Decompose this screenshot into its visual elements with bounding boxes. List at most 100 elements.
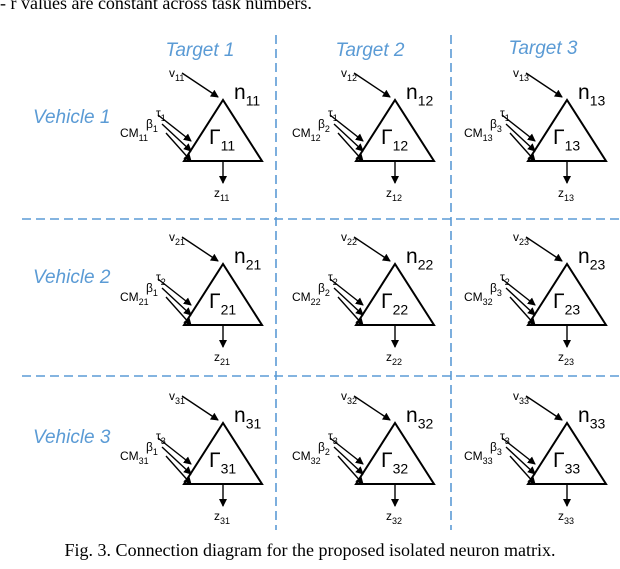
- v-input-arrow: [525, 236, 563, 262]
- figure-caption: Fig. 3. Connection diagram for the propo…: [65, 540, 556, 560]
- tau-label: τ1: [500, 106, 510, 123]
- z-label: z12: [386, 186, 402, 203]
- param-input-arrow: [165, 296, 192, 326]
- param-input-arrow: [501, 114, 536, 142]
- neuron-cells: v11τ1β1CM11n11Γ11z11v12τ1β2CM12n12Γ12z12…: [120, 66, 608, 526]
- z-label: z33: [558, 509, 574, 526]
- z-label: z32: [386, 509, 402, 526]
- param-input-arrow: [333, 123, 364, 152]
- param-input-arrow: [329, 114, 364, 142]
- v-label: v13: [513, 66, 529, 83]
- n-label: n22: [406, 245, 433, 273]
- param-input-arrow: [509, 296, 536, 326]
- param-input-arrow: [165, 132, 192, 162]
- tau-label: τ1: [328, 106, 338, 123]
- cm-label: CM11: [120, 126, 148, 143]
- v-label: v23: [513, 230, 529, 247]
- param-input-arrow: [505, 446, 536, 475]
- tau-label: τ2: [500, 270, 510, 287]
- beta-label: β2: [318, 117, 330, 134]
- param-input-arrow: [165, 455, 192, 485]
- v-label: v12: [341, 66, 357, 83]
- param-input-arrow: [157, 278, 192, 306]
- v-label: v21: [169, 230, 185, 247]
- param-input-arrow: [333, 287, 364, 316]
- tau-label: τ1: [156, 106, 166, 123]
- z-label: z23: [558, 350, 574, 367]
- v-input-arrow: [353, 72, 391, 98]
- param-input-arrow: [501, 278, 536, 306]
- gamma-label: Γ11: [209, 126, 235, 154]
- param-input-arrow: [337, 296, 364, 326]
- z-label: z22: [386, 350, 402, 367]
- column-header-target-3: Target 3: [508, 38, 577, 59]
- tau-label: τ3: [328, 429, 338, 446]
- v-input-arrow: [353, 236, 391, 262]
- beta-label: β1: [146, 117, 158, 134]
- cm-label: CM31: [120, 449, 149, 466]
- beta-label: β3: [490, 117, 502, 134]
- v-input-arrow: [353, 395, 391, 421]
- cm-label: CM12: [292, 126, 321, 143]
- param-input-arrow: [505, 287, 536, 316]
- row-header-vehicle-1: Vehicle 1: [33, 107, 110, 128]
- param-input-arrow: [501, 437, 536, 465]
- n-label: n23: [578, 245, 605, 273]
- beta-label: β2: [318, 281, 330, 298]
- tau-label: τ3: [156, 429, 166, 446]
- gamma-label: Γ33: [553, 449, 580, 477]
- column-header-target-2: Target 2: [335, 40, 404, 61]
- cm-label: CM32: [464, 290, 493, 307]
- param-input-arrow: [161, 446, 192, 475]
- param-input-arrow: [337, 455, 364, 485]
- tau-label: τ2: [328, 270, 338, 287]
- n-label: n11: [234, 81, 260, 109]
- v-label: v32: [341, 389, 357, 406]
- column-header-target-1: Target 1: [165, 40, 234, 61]
- tau-label: τ2: [156, 270, 166, 287]
- param-input-arrow: [337, 132, 364, 162]
- beta-label: β2: [318, 440, 330, 457]
- top-text-fragment: - r values are constant across task numb…: [0, 0, 312, 13]
- v-label: v22: [341, 230, 357, 247]
- param-input-arrow: [509, 132, 536, 162]
- z-label: z31: [214, 509, 230, 526]
- param-input-arrow: [509, 455, 536, 485]
- n-label: n21: [234, 245, 261, 273]
- cm-label: CM21: [120, 290, 149, 307]
- z-label: z21: [214, 350, 230, 367]
- beta-label: β3: [490, 281, 502, 298]
- v-input-arrow: [181, 72, 219, 98]
- gamma-label: Γ12: [381, 126, 408, 154]
- z-label: z13: [558, 186, 574, 203]
- param-input-arrow: [161, 287, 192, 316]
- param-input-arrow: [329, 437, 364, 465]
- n-label: n13: [578, 81, 605, 109]
- v-input-arrow: [525, 395, 563, 421]
- gamma-label: Γ13: [553, 126, 580, 154]
- v-label: v11: [169, 66, 184, 83]
- beta-label: β3: [490, 440, 502, 457]
- param-input-arrow: [505, 123, 536, 152]
- cm-label: CM13: [464, 126, 493, 143]
- v-input-arrow: [181, 236, 219, 262]
- gamma-label: Γ32: [381, 449, 408, 477]
- cm-label: CM33: [464, 449, 493, 466]
- row-header-vehicle-2: Vehicle 2: [33, 267, 111, 288]
- beta-label: β1: [146, 440, 158, 457]
- v-label: v31: [169, 389, 185, 406]
- param-input-arrow: [333, 446, 364, 475]
- param-input-arrow: [329, 278, 364, 306]
- row-header-vehicle-3: Vehicle 3: [33, 427, 111, 448]
- v-input-arrow: [525, 72, 563, 98]
- param-input-arrow: [157, 437, 192, 465]
- param-input-arrow: [161, 123, 192, 152]
